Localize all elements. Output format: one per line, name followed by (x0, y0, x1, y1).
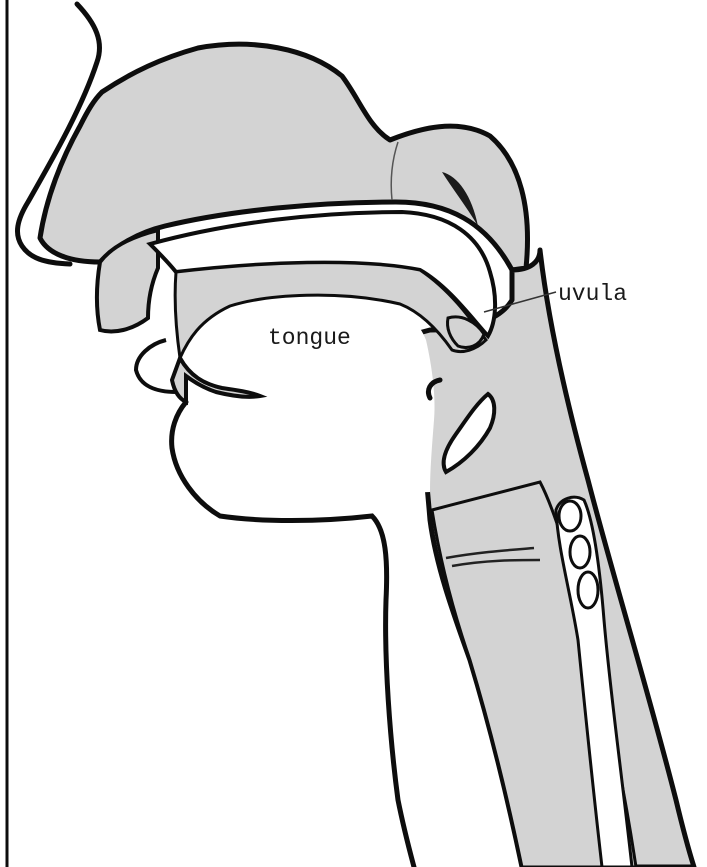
tracheal-ring-2 (570, 536, 590, 568)
uvula-label: uvula (558, 281, 627, 307)
tongue-label: tongue (268, 325, 351, 351)
tracheal-ring-1 (559, 501, 581, 531)
tracheal-ring-3 (578, 572, 598, 608)
lower-lip (136, 340, 176, 392)
